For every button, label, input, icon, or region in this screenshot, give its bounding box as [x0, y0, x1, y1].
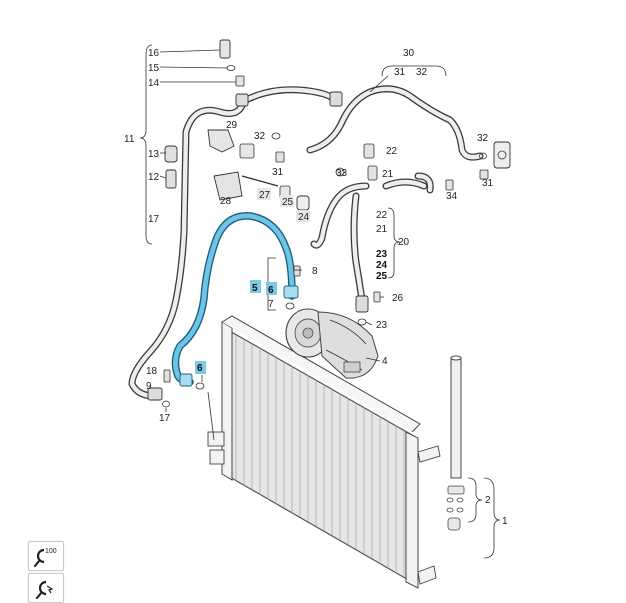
select-part-button[interactable] — [28, 573, 64, 603]
callout-14[interactable]: 14 — [148, 78, 160, 89]
highlighted-refrigerant-line[interactable] — [171, 212, 299, 387]
callout-27[interactable]: 27 — [259, 190, 271, 201]
callout-24-group[interactable]: 24 — [376, 260, 388, 271]
zoom-100-button[interactable]: 100 — [28, 541, 64, 571]
compressor[interactable] — [285, 308, 379, 379]
callout-34[interactable]: 34 — [446, 191, 458, 202]
callout-28[interactable]: 28 — [220, 196, 232, 207]
callout-20[interactable]: 20 — [398, 237, 410, 248]
callout-8[interactable]: 8 — [312, 266, 318, 277]
zoom-100-icon: 100 — [33, 548, 57, 568]
highlighted-callouts — [195, 280, 277, 374]
zoom-level-label: 100 — [45, 548, 57, 555]
callout-22-upper[interactable]: 22 — [386, 146, 398, 157]
callout-labels: 16 15 14 11 13 12 17 29 32 31 22 33 21 2… — [124, 48, 508, 527]
small-parts — [162, 39, 489, 408]
callout-2[interactable]: 2 — [485, 495, 491, 506]
callout-31-left[interactable]: 31 — [272, 167, 284, 178]
callout-6-upper[interactable]: 6 — [268, 285, 274, 296]
callout-7[interactable]: 7 — [268, 299, 274, 310]
callout-26[interactable]: 26 — [392, 293, 404, 304]
callout-31-right[interactable]: 31 — [482, 178, 494, 189]
callout-15[interactable]: 15 — [148, 63, 160, 74]
callout-1[interactable]: 1 — [502, 516, 508, 527]
leader-lines — [139, 44, 501, 559]
callout-32-left[interactable]: 32 — [254, 131, 266, 142]
callout-18[interactable]: 18 — [146, 366, 158, 377]
callout-29[interactable]: 29 — [226, 120, 238, 131]
callout-21-lower[interactable]: 21 — [376, 224, 388, 235]
callout-13[interactable]: 13 — [148, 149, 160, 160]
receiver-drier[interactable] — [446, 355, 465, 531]
suction-and-pressure-hoses[interactable] — [128, 85, 511, 401]
callout-23-group[interactable]: 23 — [376, 249, 388, 260]
callout-30[interactable]: 30 — [403, 48, 415, 59]
callout-31-top[interactable]: 31 — [394, 67, 406, 78]
select-part-icon — [35, 580, 54, 600]
callout-32-top[interactable]: 32 — [416, 67, 428, 78]
condenser[interactable] — [207, 315, 441, 589]
callout-22-lower[interactable]: 22 — [376, 210, 388, 221]
callout-9[interactable]: 9 — [146, 381, 152, 392]
callout-17-upper[interactable]: 17 — [148, 214, 160, 225]
callout-11[interactable]: 11 — [124, 134, 135, 145]
callout-33[interactable]: 33 — [336, 168, 348, 179]
callout-16[interactable]: 16 — [148, 48, 160, 59]
callout-6-lower[interactable]: 6 — [197, 363, 203, 374]
callout-32-right[interactable]: 32 — [477, 133, 489, 144]
callout-25-group[interactable]: 25 — [376, 271, 388, 282]
callout-5[interactable]: 5 — [252, 283, 258, 294]
callout-17-lower[interactable]: 17 — [159, 413, 171, 424]
callout-4[interactable]: 4 — [382, 356, 388, 367]
callout-23[interactable]: 23 — [376, 320, 388, 331]
callout-21-upper[interactable]: 21 — [382, 169, 394, 180]
callout-24-upper[interactable]: 24 — [298, 212, 310, 223]
callout-12[interactable]: 12 — [148, 172, 160, 183]
callout-25-upper[interactable]: 25 — [282, 197, 294, 208]
